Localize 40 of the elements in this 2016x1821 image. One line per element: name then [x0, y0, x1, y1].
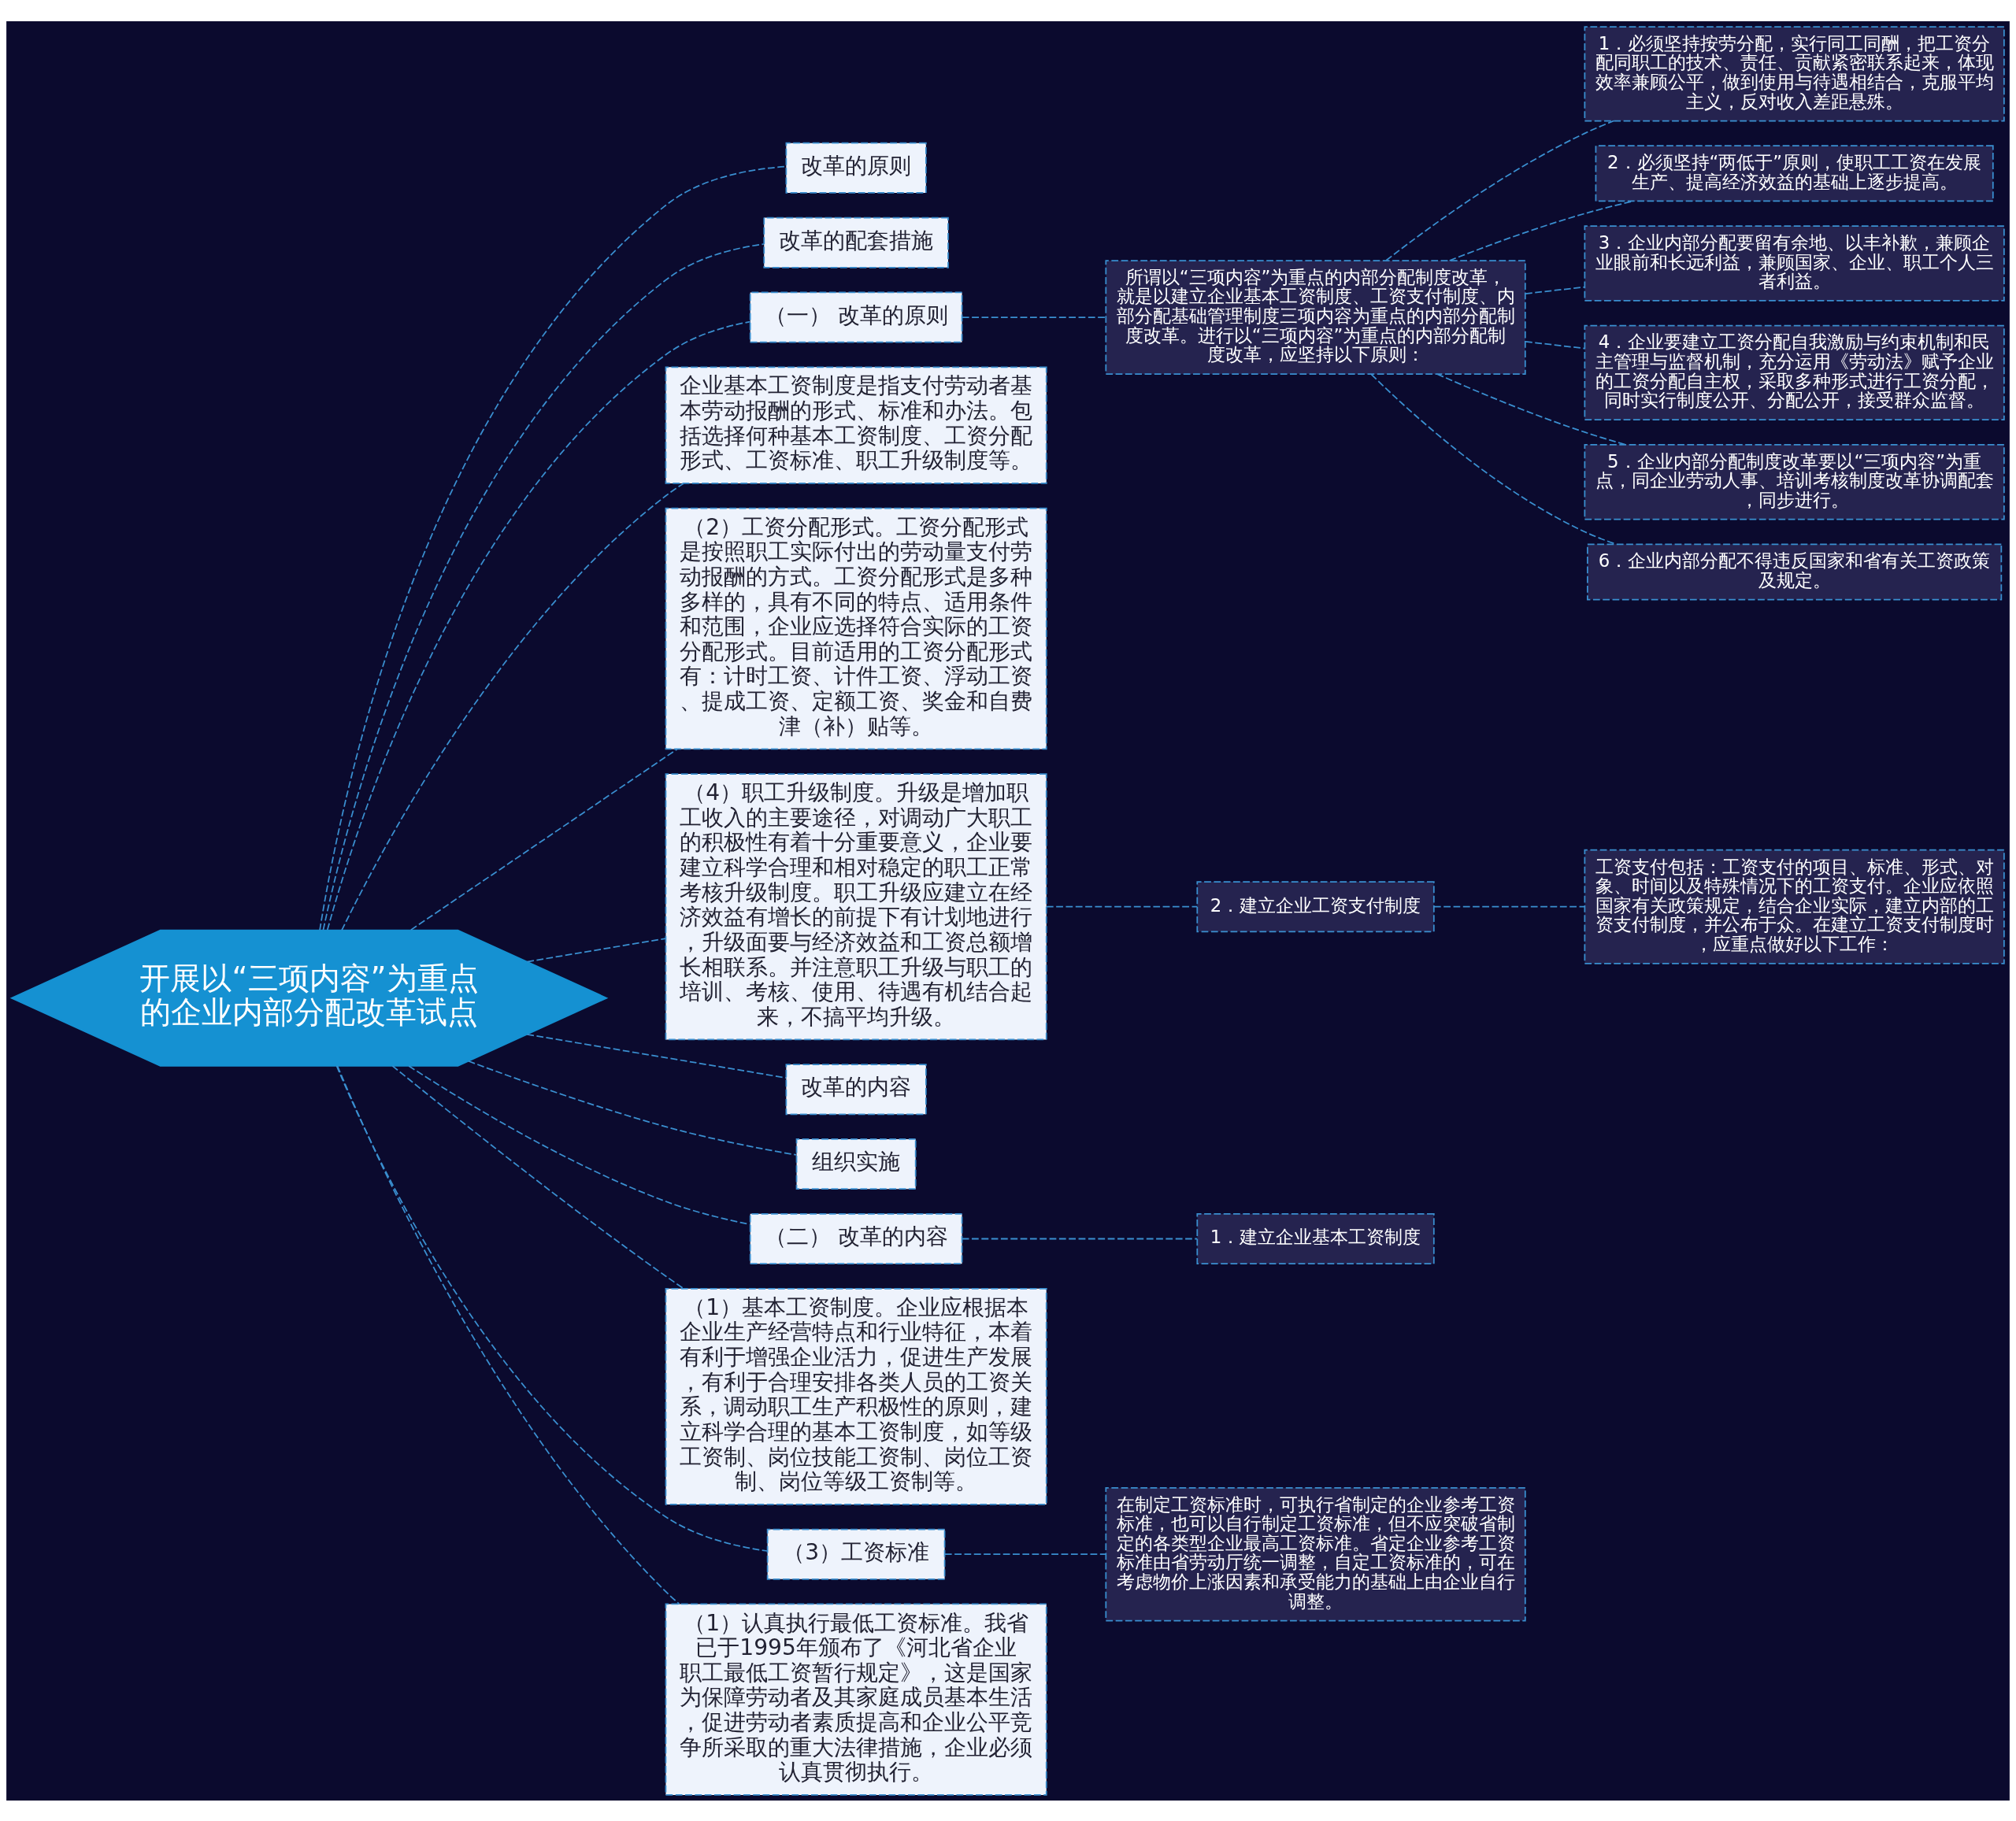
connector: [962, 1238, 1198, 1239]
node-box: 组织实施: [795, 1138, 917, 1190]
connector: [962, 316, 1106, 318]
connector: [1385, 120, 1615, 261]
node-box: 改革的原则: [785, 142, 927, 194]
node-box: 工资支付包括：工资支付的项目、标准、形式、对象、时间以及特殊情况下的工资支付。企业应依照国家有关政策规定，结合企业实际，建立内部的工资支付制度，并公布于众。在建立工资支付制度时，应重点做好以下工作：: [1584, 849, 2005, 964]
node-box: （1）基本工资制度。企业应根据本企业生产经营特点和行业特征，本着有利于增强企业活力，促进生产发展，有利于合理安排各类人员的工资关系，调动职工生产积极性的原则，建立科学合理的基本工资制度，如等级工资制、岗位技能工资制、岗位工资制、岗位等级工资制等。: [665, 1287, 1047, 1505]
connector: [467, 1060, 798, 1156]
node-box: 4．企业要建立工资分配自我激励与约束机制和民主管理与监督机制，充分运用《劳动法》赋予企业的工资分配自主权，采取多种形式进行工资分配，同时实行制度公开、分配公开，接受群众监督。: [1584, 324, 2005, 420]
node-box: 6．企业内部分配不得违反国家和省有关工资政策及规定。: [1587, 542, 2003, 600]
connector: [1046, 905, 1199, 908]
connector: [410, 748, 678, 931]
connector: [526, 937, 667, 962]
node-box: 改革的内容: [785, 1063, 927, 1115]
node-box: （2）工资分配形式。工资分配形式是按照职工实际付出的劳动量支付劳动报酬的方式。工资分配形式是多种多样的，具有不同的特点、适用条件和范围，企业应选择符合实际的工资分配形式。目前适用的工资分配形式有：计时工资、计件工资、浮动工资、提成工资、定额工资、奖金和自费津（补）贴等。: [665, 507, 1047, 749]
connector: [944, 1553, 1106, 1555]
node-box: 在制定工资标准时，可执行省制定的企业参考工资标准，也可以自行制定工资标准，但不应突破省制定的各类型企业最高工资标准。省定企业参考工资标准由省劳动厅统一调整，自定工资标准的，可在考虑物价上涨因素和承受能力的基础上由企业自行调整。: [1105, 1486, 1526, 1621]
connector: [526, 1033, 788, 1079]
node-box: 2．必须坚持“两低于”原则，使职工工资在发展生产、提高经济效益的基础上逐步提高。: [1595, 144, 1994, 202]
node-box: （一） 改革的原则: [749, 291, 963, 343]
connector: [1433, 905, 1585, 908]
node-box: 2．建立企业工资支付制度: [1196, 880, 1435, 932]
node-box: 企业基本工资制度是指支付劳动者基本劳动报酬的形式、标准和办法。包括选择何种基本工资制度、工资分配形式、工资标准、职工升级制度等。: [665, 365, 1047, 484]
node-box: （3）工资标准: [766, 1528, 946, 1580]
node-box: （二） 改革的内容: [749, 1212, 963, 1264]
node-box: 3．企业内部分配要留有余地、以丰补歉，兼顾企业眼前和长远利益，兼顾国家、企业、职工个人三者利益。: [1584, 224, 2005, 302]
node-box: 1．必须坚持按劳分配，实行同工同酬，把工资分配同职工的技术、责任、贡献紧密联系起来，体现效率兼顾公平，做到使用与待遇相结合，克服平均主义，反对收入差距悬殊。: [1584, 25, 2005, 121]
node-box: 所谓以“三项内容”为重点的内部分配制度改革，就是以建立企业基本工资制度、工资支付制度、内部分配基础管理制度三项内容为重点的内部分配制度改革。进行以“三项内容”为重点的内部分配制度改革，应坚持以下原则：: [1105, 259, 1526, 375]
node-box: （1）认真执行最低工资标准。我省已于1995年颁布了《河北省企业职工最低工资暂行规定》，这是国家为保障劳动者及其家庭成员基本生活，促进劳动者素质提高和企业公平竞争所采取的重大法律措施，企业必须认真贯彻执行。: [665, 1603, 1047, 1796]
node-box: 改革的配套措施: [763, 217, 949, 268]
connector: [391, 1064, 684, 1289]
connector: [341, 482, 685, 931]
node-box: （4）职工升级制度。升级是增加职工收入的主要途径，对调动广大职工的积极性有着十分重要意义，企业要建立科学合理和相对稳定的职工正常考核升级制度。职工升级应建立在经济效益有增长的前提下有计划地进行，升级面要与经济效益和工资总额增长相联系。并注意职工升级与职工的培训、考核、使用、待遇有机结合起来，不搞平均升级。: [665, 772, 1047, 1040]
connector: [335, 1064, 768, 1552]
connector: [1525, 286, 1586, 294]
node-box: 1．建立企业基本工资制度: [1196, 1212, 1435, 1264]
node-box: 5．企业内部分配制度改革要以“三项内容”为重点，同企业劳动人事、培训考核制度改革协调配套，同步进行。: [1584, 443, 2005, 520]
connector: [336, 1064, 680, 1604]
connector: [408, 1064, 751, 1225]
connector: [1525, 340, 1586, 349]
